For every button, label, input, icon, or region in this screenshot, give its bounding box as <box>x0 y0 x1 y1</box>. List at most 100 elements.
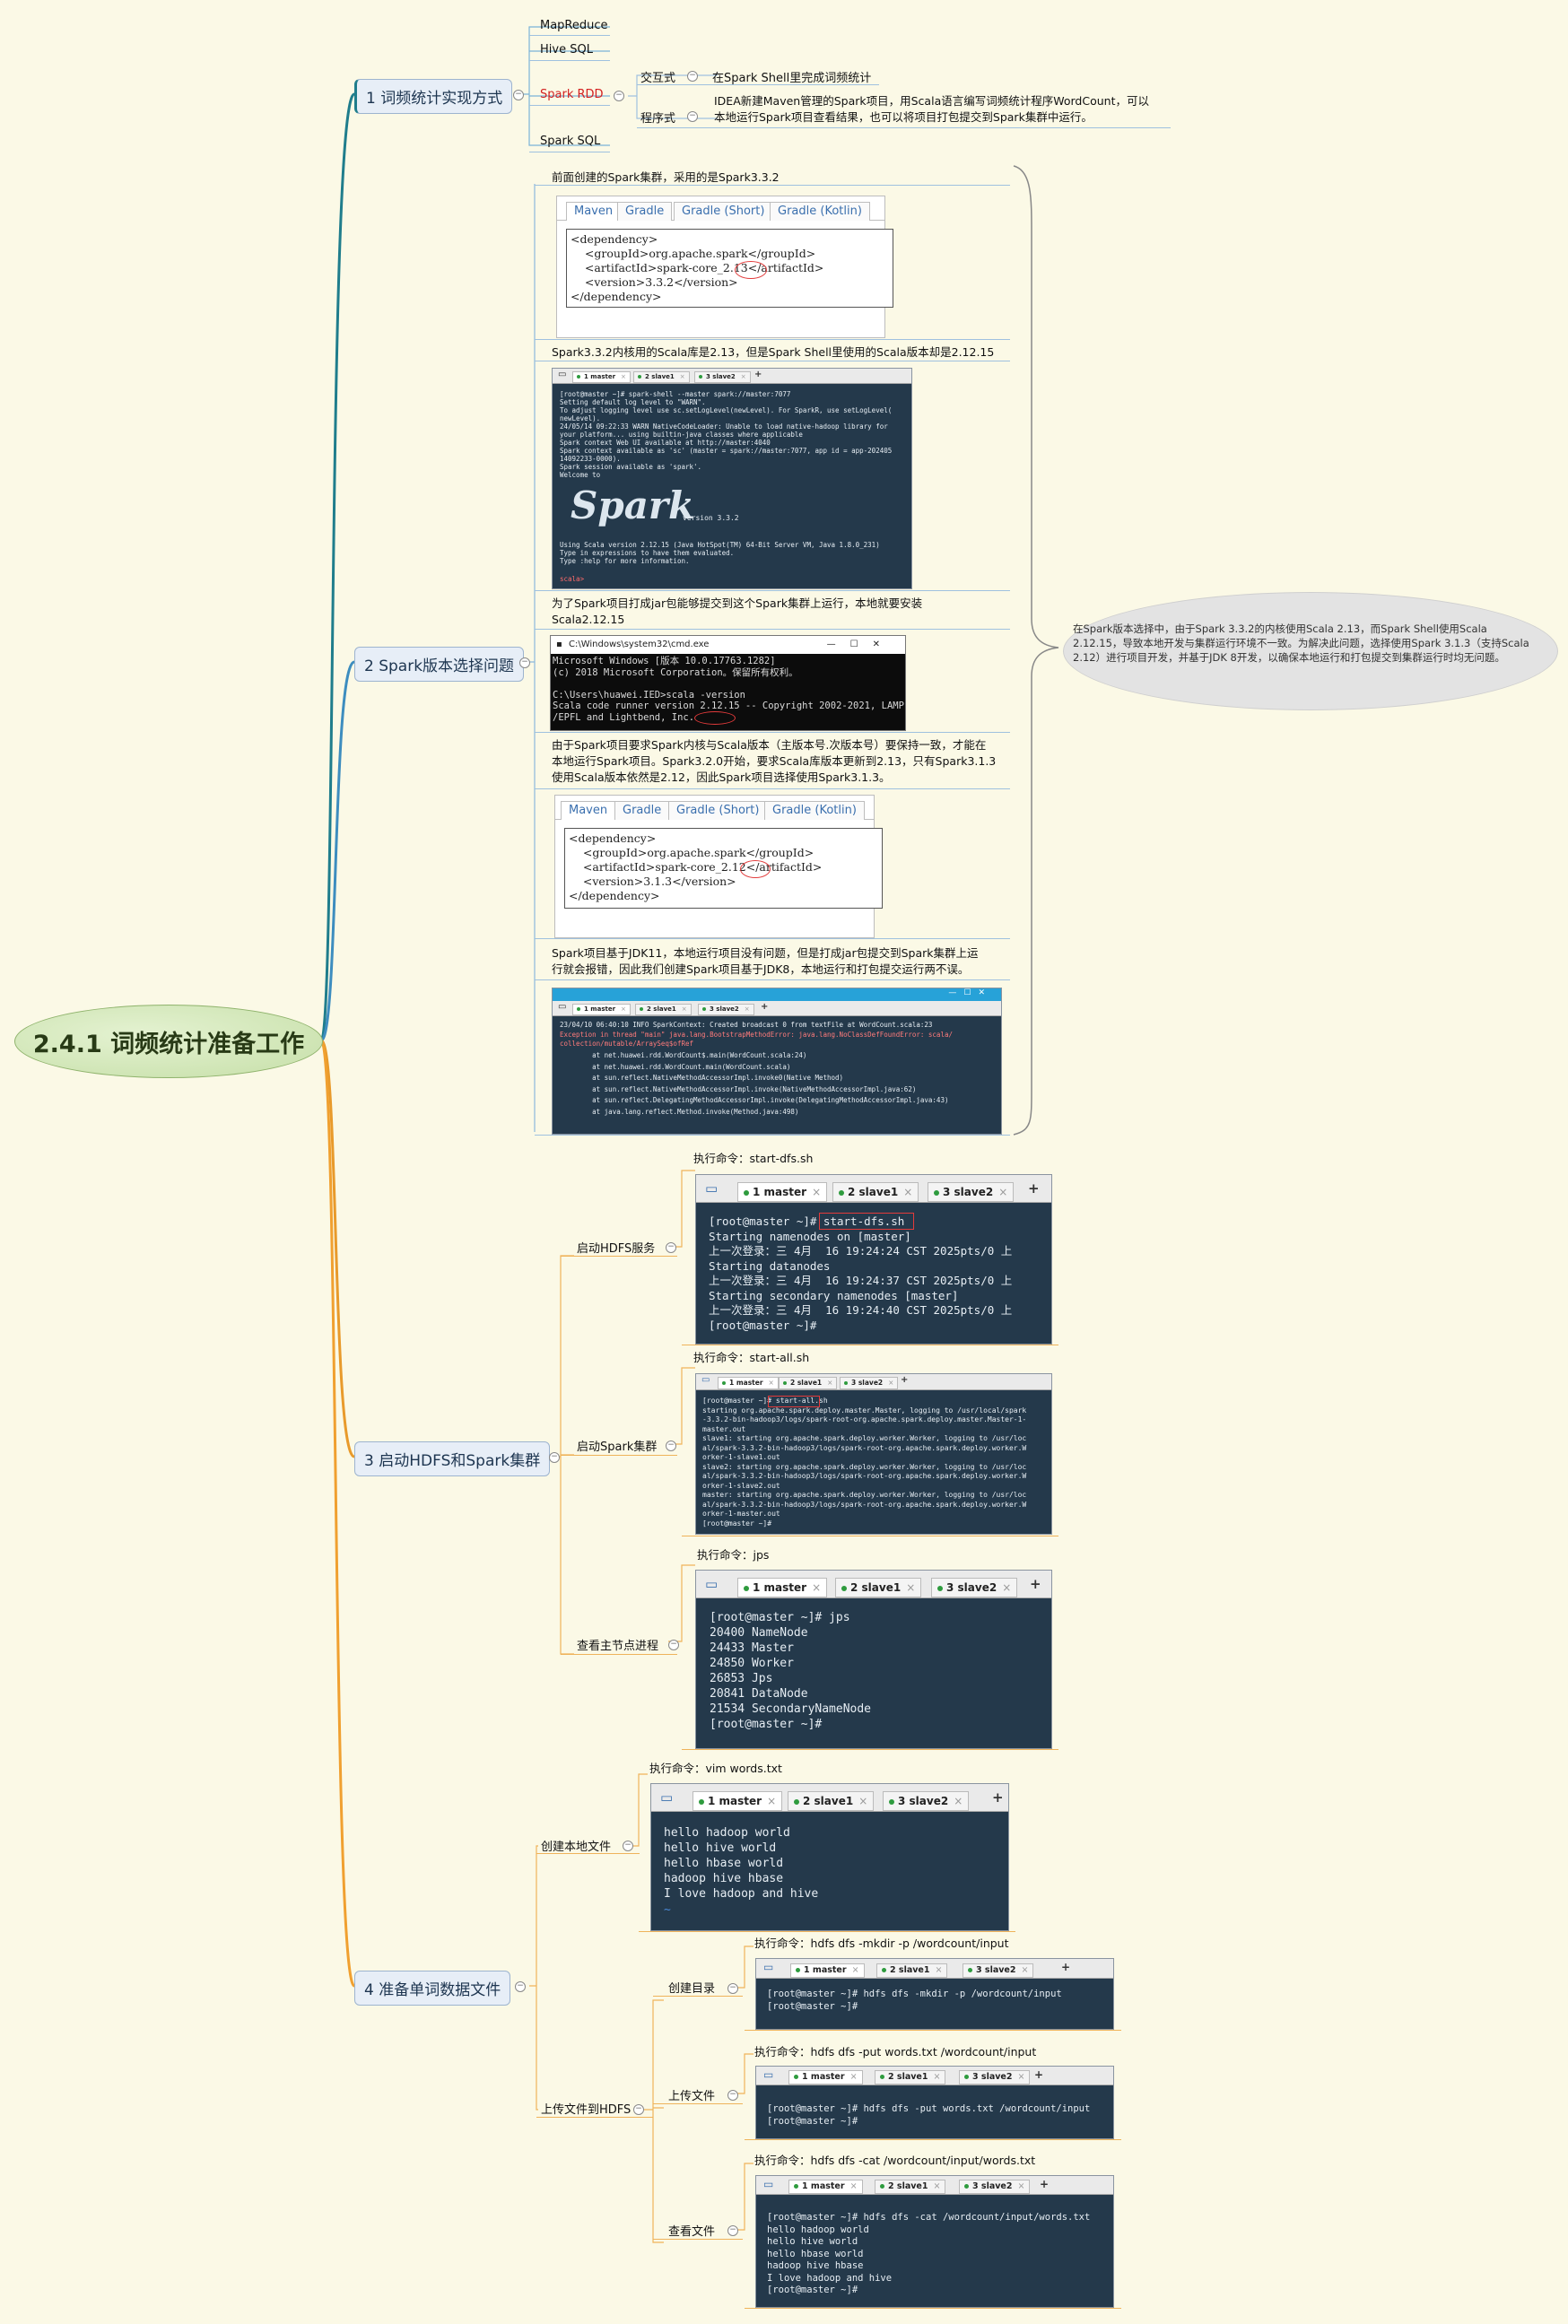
close-icon[interactable]: × <box>903 1186 913 1198</box>
close-icon[interactable]: × <box>1017 2181 1025 2191</box>
terminal-tab-slave2[interactable]: 3 slave2× <box>959 2070 1031 2085</box>
terminal-tab-slave1[interactable]: 2 slave1× <box>835 1578 922 1597</box>
note-install-scala[interactable]: 为了Spark项目打成jar包能够提交到这个Spark集群上运行，本地就要安装 … <box>552 596 922 628</box>
collapse-toggle-icon[interactable]: − <box>666 1441 676 1451</box>
close-icon[interactable]: × <box>998 1186 1008 1198</box>
folder-icon[interactable]: ▭ <box>763 2178 774 2190</box>
close-icon[interactable]: × <box>621 1005 626 1013</box>
hdfs-command-caption[interactable]: 执行命令：start-dfs.sh <box>693 1152 814 1165</box>
terminal-tab-slave2[interactable]: 3 slave2× <box>883 1791 970 1811</box>
collapse-toggle-icon[interactable]: − <box>687 111 698 122</box>
branch-2-topic[interactable]: 2 Spark版本选择问题 <box>354 647 525 682</box>
terminal-tab-master[interactable]: 1 master× <box>572 371 631 383</box>
close-icon[interactable]: × <box>935 1965 943 1975</box>
terminal-tab-master[interactable]: 1 master× <box>718 1377 779 1389</box>
close-icon[interactable]: × <box>858 1795 868 1807</box>
subtopic-spark-sql[interactable]: Spark SQL <box>540 135 601 148</box>
terminal-tab-slave1[interactable]: 2 slave1× <box>633 371 690 383</box>
terminal-tab-slave2[interactable]: 3 slave2× <box>694 371 751 383</box>
terminal-tab-slave1[interactable]: 2 slave1× <box>832 1182 919 1202</box>
close-icon[interactable]: × <box>812 1581 822 1594</box>
subtopic-check-processes[interactable]: 查看主节点进程 <box>577 1640 659 1653</box>
terminal-tab-master[interactable]: 1 master× <box>693 1791 783 1811</box>
add-tab-icon[interactable]: + <box>992 1789 1004 1806</box>
terminal-tab-slave1[interactable]: 2 slave1× <box>788 1791 875 1811</box>
terminal-tab-master[interactable]: 1 master× <box>737 1578 828 1597</box>
jps-command-caption[interactable]: 执行命令：jps <box>697 1548 770 1562</box>
vim-command-caption[interactable]: 执行命令：vim words.txt <box>649 1762 782 1775</box>
close-icon[interactable]: × <box>851 1965 859 1975</box>
add-tab-icon[interactable]: + <box>1030 1576 1041 1592</box>
terminal-tab-slave2[interactable]: 3 slave2× <box>963 1963 1034 1978</box>
terminal-tab-slave2[interactable]: 3 slave2× <box>931 1578 1018 1597</box>
collapse-toggle-icon[interactable]: − <box>668 1640 679 1650</box>
folder-icon[interactable]: ▭ <box>705 1180 719 1197</box>
tab-maven[interactable]: Maven <box>566 202 622 221</box>
tab-gradle[interactable]: Gradle <box>614 801 670 820</box>
note-spark-cluster-version[interactable]: 前面创建的Spark集群，采用的是Spark3.3.2 <box>552 170 780 184</box>
subtopic-view-file[interactable]: 查看文件 <box>668 2225 716 2239</box>
close-icon[interactable]: × <box>767 1795 777 1807</box>
close-icon[interactable]: × <box>954 1795 963 1807</box>
close-icon[interactable]: × <box>906 1581 916 1594</box>
terminal-tab-slave1[interactable]: 2 slave1× <box>876 1963 948 1978</box>
collapse-toggle-icon[interactable]: − <box>549 1452 560 1463</box>
close-icon[interactable]: × <box>1002 1581 1012 1594</box>
summary-callout-text[interactable]: 在Spark版本选择中，由于Spark 3.3.2的内核使用Scala 2.13… <box>1073 622 1529 664</box>
terminal-tab-slave2[interactable]: 3 slave2× <box>698 1004 754 1015</box>
subtopic-interactive[interactable]: 交互式 <box>640 72 676 85</box>
note-scala-mismatch[interactable]: Spark3.3.2内核用的Scala库是2.13，但是Spark Shell里… <box>552 345 995 359</box>
note-jdk-version[interactable]: Spark项目基于JDK11，本地运行项目没有问题，但是打成jar包提交到Spa… <box>552 945 979 978</box>
central-topic[interactable]: 2.4.1 词频统计准备工作 <box>14 1005 323 1078</box>
folder-icon[interactable]: ▭ <box>558 1002 567 1012</box>
collapse-toggle-icon[interactable]: − <box>623 1841 633 1851</box>
close-icon[interactable]: × <box>679 373 685 380</box>
add-tab-icon[interactable]: + <box>901 1375 909 1385</box>
terminal-tab-master[interactable]: 1 master× <box>737 1182 828 1202</box>
close-icon[interactable]: × <box>849 2181 858 2191</box>
mkdir-command-caption[interactable]: 执行命令：hdfs dfs -mkdir -p /wordcount/input <box>754 1937 1009 1950</box>
tab-gradle-kotlin[interactable]: Gradle (Kotlin) <box>770 202 870 221</box>
subtopic-program[interactable]: 程序式 <box>640 112 676 126</box>
subtopic-create-directory[interactable]: 创建目录 <box>668 1982 716 1996</box>
tab-gradle[interactable]: Gradle <box>617 202 673 221</box>
put-command-caption[interactable]: 执行命令：hdfs dfs -put words.txt /wordcount/… <box>754 2045 1037 2059</box>
collapse-toggle-icon[interactable]: − <box>687 71 698 82</box>
collapse-toggle-icon[interactable]: − <box>727 2090 738 2101</box>
close-icon[interactable]: × <box>768 1379 774 1387</box>
close-icon[interactable]: × <box>812 1186 822 1198</box>
close-icon[interactable]: × <box>740 373 746 380</box>
branch-3-topic[interactable]: 3 启动HDFS和Spark集群 <box>354 1441 551 1476</box>
add-tab-icon[interactable]: + <box>761 1002 769 1012</box>
terminal-tab-master[interactable]: 1 master× <box>788 2070 863 2085</box>
collapse-toggle-icon[interactable]: − <box>614 91 624 101</box>
add-tab-icon[interactable]: + <box>1061 1961 1071 1973</box>
tab-gradle-kotlin[interactable]: Gradle (Kotlin) <box>764 801 865 820</box>
folder-icon[interactable]: ▭ <box>660 1789 674 1806</box>
interactive-description[interactable]: 在Spark Shell里完成词频统计 <box>712 72 872 85</box>
tab-gradle-short[interactable]: Gradle (Short) <box>674 202 773 221</box>
collapse-toggle-icon[interactable]: − <box>515 1981 526 1992</box>
cat-command-caption[interactable]: 执行命令：hdfs dfs -cat /wordcount/input/word… <box>754 2154 1036 2167</box>
close-icon[interactable]: × <box>827 1379 833 1387</box>
close-icon[interactable]: × <box>621 373 626 380</box>
collapse-toggle-icon[interactable]: − <box>727 2225 738 2236</box>
program-description[interactable]: IDEA新建Maven管理的Spark项目，用Scala语言编写词频统计程序Wo… <box>714 93 1149 126</box>
collapse-toggle-icon[interactable]: − <box>666 1242 676 1253</box>
subtopic-upload-file[interactable]: 上传文件 <box>668 2090 716 2103</box>
collapse-toggle-icon[interactable]: − <box>633 2104 644 2115</box>
close-icon[interactable]: × <box>1017 2072 1025 2082</box>
close-icon[interactable]: × <box>744 1005 750 1013</box>
add-tab-icon[interactable]: + <box>754 370 762 379</box>
tab-gradle-short[interactable]: Gradle (Short) <box>668 801 768 820</box>
terminal-tab-master[interactable]: 1 master× <box>572 1004 631 1015</box>
add-tab-icon[interactable]: + <box>1034 2068 1044 2081</box>
subtopic-start-hdfs[interactable]: 启动HDFS服务 <box>577 1242 656 1256</box>
folder-icon[interactable]: ▭ <box>763 1961 774 1973</box>
note-version-consistency[interactable]: 由于Spark项目要求Spark内核与Scala版本（主版本号.次版本号）要保持… <box>552 737 996 786</box>
terminal-tab-slave1[interactable]: 2 slave1× <box>875 2070 946 2085</box>
terminal-tab-slave1[interactable]: 2 slave1× <box>635 1004 692 1015</box>
branch-1-topic[interactable]: 1 词频统计实现方式 <box>354 79 513 114</box>
branch-4-topic[interactable]: 4 准备单词数据文件 <box>354 1971 511 2006</box>
close-icon[interactable]: × <box>681 1005 687 1013</box>
